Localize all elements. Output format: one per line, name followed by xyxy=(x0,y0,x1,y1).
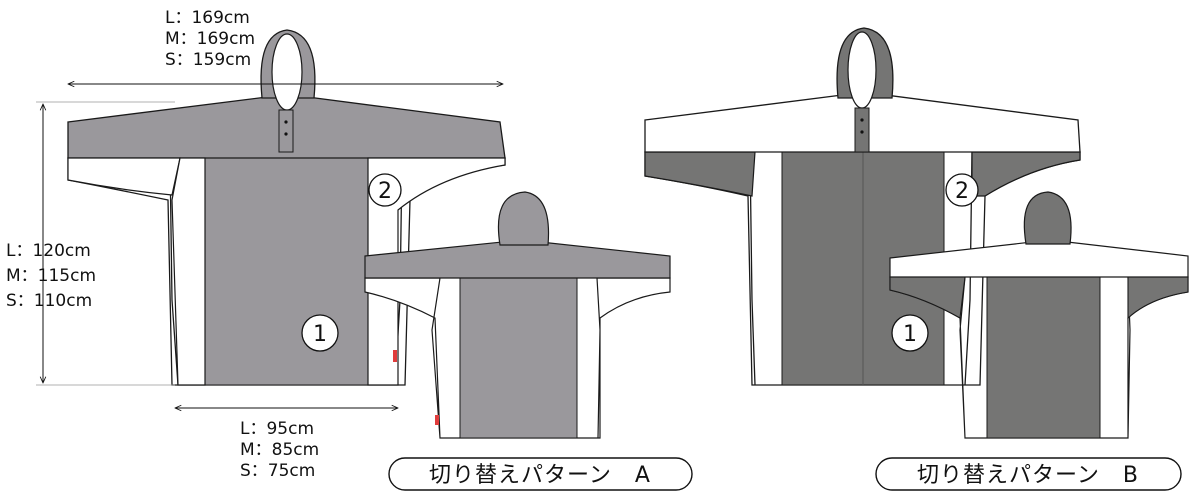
sleeve-width-s: S：159cm xyxy=(165,50,251,70)
back-a-hood xyxy=(497,191,550,246)
b-front-sleeve-right xyxy=(971,151,1081,197)
svg-text:2: 2 xyxy=(378,179,392,204)
back-a-center-panel xyxy=(459,277,578,439)
svg-text:2: 2 xyxy=(955,179,969,204)
length-dimension: L：120cm M：115cm S：110cm xyxy=(6,101,175,386)
pattern-b-label: 切り替えパターン B xyxy=(917,463,1139,488)
pattern-a-label: 切り替えパターン A xyxy=(429,463,651,488)
length-l: L：120cm xyxy=(6,241,91,261)
b-front-placket xyxy=(854,107,870,153)
b-back-hood xyxy=(1023,191,1072,245)
pattern-b-back-garment xyxy=(889,191,1189,439)
svg-text:1: 1 xyxy=(313,322,327,347)
b-front-sleeve-left xyxy=(644,151,756,197)
pattern-a-back-garment xyxy=(364,191,671,439)
hem-width-m: M：85cm xyxy=(240,440,319,460)
front-placket xyxy=(278,109,294,153)
length-s: S：110cm xyxy=(6,291,92,311)
front-center-panel xyxy=(204,149,369,386)
back-a-yoke xyxy=(364,239,671,279)
svg-text:1: 1 xyxy=(903,322,917,347)
hem-width-dimension: L：95cm M：85cm S：75cm xyxy=(175,408,398,481)
length-m: M：115cm xyxy=(6,266,96,286)
hem-width-l: L：95cm xyxy=(240,419,314,439)
hem-width-s: S：75cm xyxy=(240,461,315,481)
back-a-body xyxy=(364,277,671,439)
marker-1-pattern-a: 1 xyxy=(301,314,339,352)
pattern-a-label-pill: 切り替えパターン A xyxy=(388,457,693,491)
sleeve-width-m: M：169cm xyxy=(165,29,255,49)
sleeve-width-l: L：169cm xyxy=(165,8,250,28)
front-hood-opening xyxy=(271,33,303,111)
b-back-yoke xyxy=(889,239,1189,278)
b-back-center-panel xyxy=(986,276,1101,439)
b-front-hood-opening xyxy=(847,31,877,109)
marker-2-pattern-b: 2 xyxy=(945,173,979,207)
pattern-b-label-pill: 切り替えパターン B xyxy=(875,457,1182,491)
pattern-a-front-garment xyxy=(67,29,506,386)
marker-2-pattern-a: 2 xyxy=(368,173,402,207)
marker-1-pattern-b: 1 xyxy=(891,314,929,352)
sleeve-width-dimension: L：169cm M：169cm S：159cm xyxy=(68,8,503,84)
